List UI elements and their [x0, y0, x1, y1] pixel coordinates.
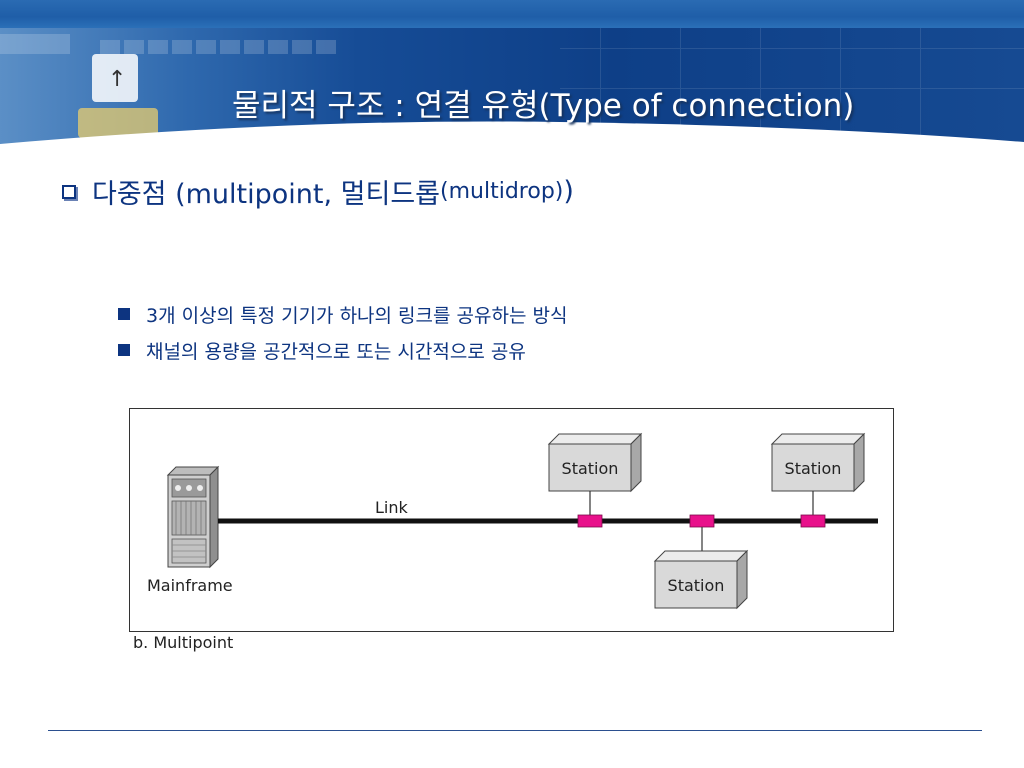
diagram-svg: Mainframe Link Station Station: [147, 432, 878, 610]
station-label: Station: [668, 576, 725, 595]
multipoint-diagram: Mainframe Link Station Station: [129, 408, 894, 632]
station-box: Station: [547, 432, 643, 528]
list-item: 3개 이상의 특정 기기가 하나의 링크를 공유하는 방식: [118, 296, 567, 332]
page-title: 물리적 구조 : 연결 유형(Type of connection): [232, 88, 855, 124]
keyboard-graphic: ↑: [0, 28, 1024, 146]
figure-caption: b. Multipoint: [133, 633, 234, 652]
checkbox-bullet-icon: [62, 184, 76, 199]
bullet-list: 3개 이상의 특정 기기가 하나의 링크를 공유하는 방식 채널의 용량을 공간…: [118, 296, 567, 368]
link-tap: [577, 514, 603, 528]
footer-divider: [48, 730, 982, 731]
banner-wave: [0, 121, 1024, 146]
link-label: Link: [375, 498, 409, 517]
mainframe-icon: [166, 465, 220, 569]
mainframe-label: Mainframe: [147, 576, 233, 595]
link-tap: [800, 514, 826, 528]
station-box: Station: [653, 514, 749, 610]
list-item: 채널의 용량을 공간적으로 또는 시간적으로 공유: [118, 332, 567, 368]
heading-close: ): [563, 176, 574, 207]
heading-small: (multidrop): [440, 179, 564, 204]
station-box: Station: [770, 432, 866, 528]
square-bullet-icon: [118, 344, 130, 356]
bullet-text: 3개 이상의 특정 기기가 하나의 링크를 공유하는 방식: [146, 304, 568, 327]
top-bar: [0, 0, 1024, 28]
section-heading: 다중점 (multipoint, 멀티드롭(multidrop)): [62, 172, 574, 211]
heading-main: 다중점 (multipoint, 멀티드롭: [92, 179, 441, 210]
title-banner: ↑ 물리적 구조 : 연결 유형(Type of connection): [0, 28, 1024, 146]
link-tap: [689, 514, 715, 528]
square-bullet-icon: [118, 308, 130, 320]
svg-text:↑: ↑: [108, 67, 126, 92]
station-label: Station: [785, 459, 842, 478]
station-label: Station: [562, 459, 619, 478]
bullet-text: 채널의 용량을 공간적으로 또는 시간적으로 공유: [146, 340, 526, 363]
